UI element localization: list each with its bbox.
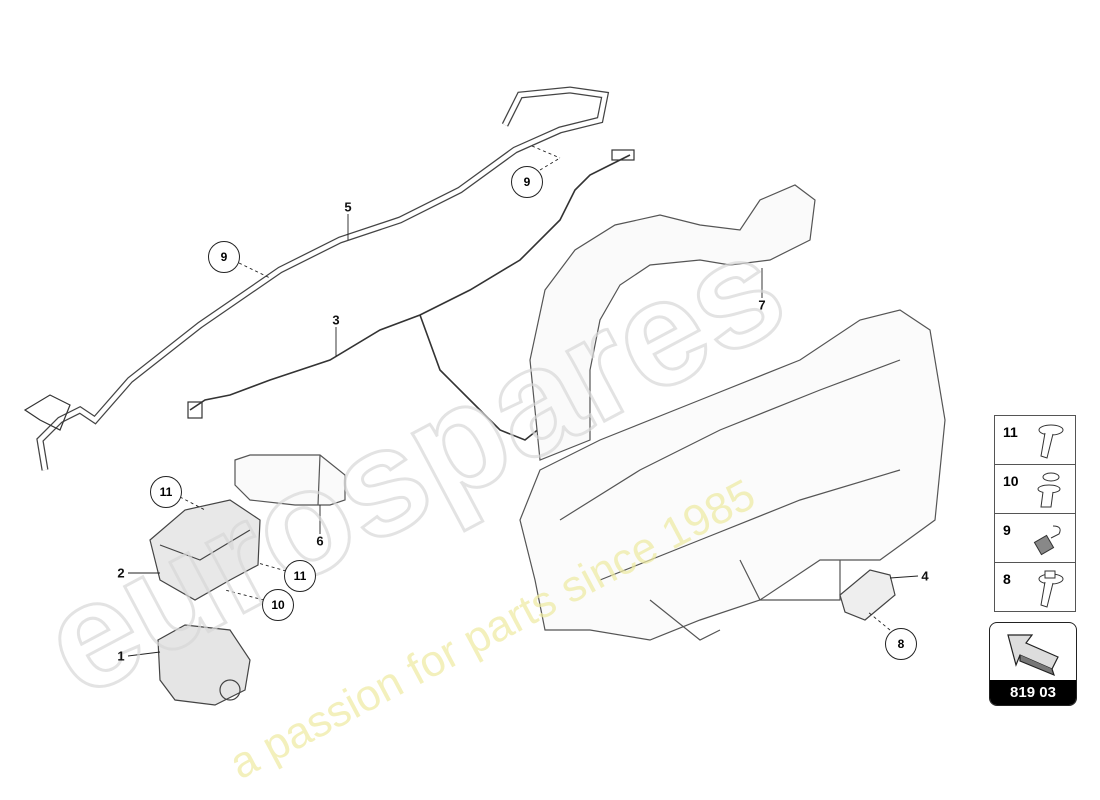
hose-part-5 [23, 86, 610, 471]
legend-number: 10 [1003, 473, 1019, 489]
legend-number: 8 [1003, 571, 1011, 587]
callout-4: 4 [921, 568, 929, 584]
legend-item-9: 9 [995, 514, 1075, 563]
legend-item-10: 10 [995, 465, 1075, 514]
circled-callout-8: 8 [885, 628, 917, 660]
instrument-carrier [519, 309, 946, 641]
fastener-legend: 11 10 9 8 [994, 415, 1076, 612]
arrow-up-left-icon [1007, 634, 1059, 677]
callout-1: 1 [117, 648, 125, 664]
circled-callout-10: 10 [262, 589, 294, 621]
circled-callout-9: 9 [511, 166, 543, 198]
leader-lines [127, 145, 919, 657]
bolt-icon [1038, 570, 1064, 608]
legend-number: 9 [1003, 522, 1011, 538]
callout-5: 5 [344, 199, 352, 215]
callout-3: 3 [332, 312, 340, 328]
reference-box: 819 03 [989, 622, 1077, 706]
callout-7: 7 [758, 297, 766, 313]
legend-item-11: 11 [995, 416, 1075, 465]
callout-6: 6 [316, 533, 324, 549]
circled-callout-11: 11 [284, 560, 316, 592]
module-part-2 [149, 499, 261, 601]
control-unit-part-4 [839, 569, 896, 621]
actuator-part-1 [157, 624, 251, 706]
circled-callout-9: 9 [208, 241, 240, 273]
callout-2: 2 [117, 565, 125, 581]
legend-item-8: 8 [995, 563, 1075, 611]
circled-callout-11: 11 [150, 476, 182, 508]
expansion-rivet-icon [1037, 472, 1061, 508]
air-duct-part-6 [234, 454, 346, 506]
duct-part-7 [529, 184, 816, 461]
screw-washer-icon [1038, 424, 1064, 459]
clip-icon [1033, 525, 1061, 556]
reference-code: 819 03 [990, 680, 1076, 705]
legend-number: 11 [1003, 424, 1018, 440]
